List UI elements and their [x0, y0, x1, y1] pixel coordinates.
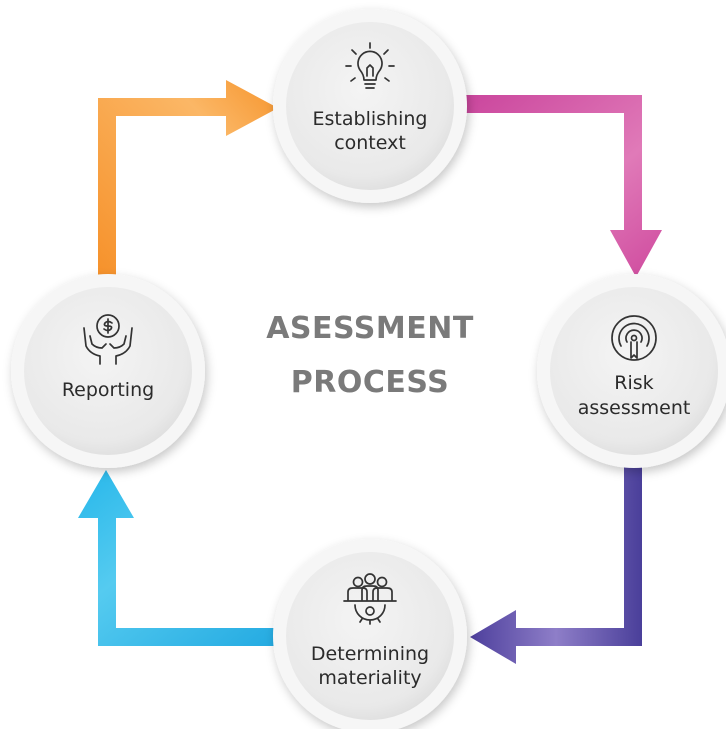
node-determining-materiality: Determining materiality: [273, 539, 467, 729]
node-label-line1: Risk: [614, 372, 653, 394]
node-circle-inner: [286, 22, 454, 190]
node-establishing-context: Establishing context: [273, 9, 467, 203]
node-label: Reporting: [62, 379, 154, 401]
arrow-establishing-to-risk: [440, 95, 662, 277]
hands-dollar-icon: [83, 314, 133, 365]
center-title-line1: ASESSMENT: [266, 311, 474, 346]
lightbulb-icon: [345, 42, 395, 89]
node-label-line2: materiality: [318, 667, 421, 689]
node-label-line2: assessment: [578, 397, 691, 419]
node-label-line2: context: [334, 132, 406, 154]
node-circle-inner: [550, 287, 718, 455]
center-title-line2: PROCESS: [291, 365, 449, 400]
arrow-risk-to-materiality: [470, 452, 642, 664]
arrow-reporting-to-establishing: [98, 80, 278, 280]
node-reporting: Reporting: [11, 274, 205, 468]
arrow-materiality-to-reporting: [78, 470, 300, 646]
node-label-line1: Determining: [311, 643, 429, 665]
target-icon: [611, 315, 657, 361]
node-circle-inner: [24, 287, 192, 455]
team-gear-icon: [343, 573, 397, 625]
node-circle-inner: [286, 552, 454, 720]
node-risk-assessment: Risk assessment: [537, 274, 726, 468]
node-label-line1: Establishing: [313, 108, 428, 130]
